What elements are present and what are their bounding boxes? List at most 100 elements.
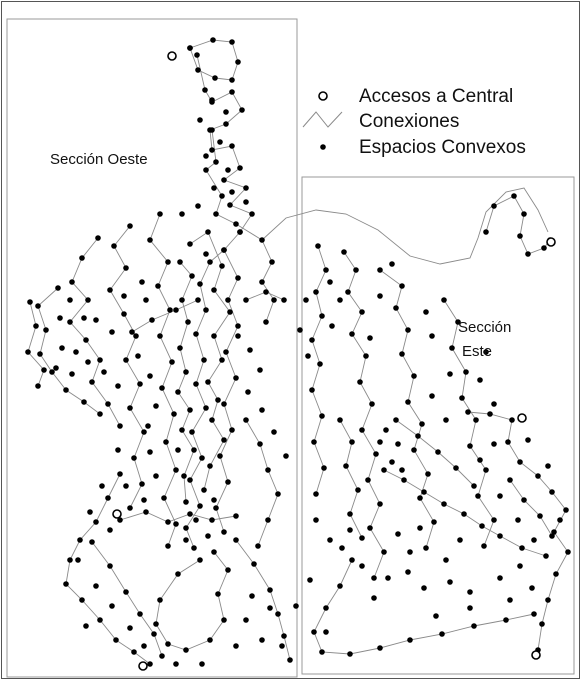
convex-space-node xyxy=(117,471,123,477)
convex-space-node xyxy=(347,651,353,657)
convex-space-node xyxy=(155,283,161,289)
convex-space-node xyxy=(81,315,87,321)
convex-space-node xyxy=(371,595,377,601)
convex-space-node xyxy=(339,545,345,551)
connection-line xyxy=(313,559,535,655)
convex-space-node xyxy=(209,517,215,523)
convex-space-node xyxy=(173,521,179,527)
convex-space-node xyxy=(543,553,549,559)
convex-space-node xyxy=(497,533,503,539)
legend-connection-icon xyxy=(302,111,343,128)
convex-space-node xyxy=(535,473,541,479)
convex-space-node xyxy=(221,437,227,443)
convex-space-node xyxy=(305,353,311,359)
convex-space-node xyxy=(175,389,181,395)
convex-space-node xyxy=(233,221,239,227)
convex-space-node xyxy=(221,617,227,623)
convex-space-node xyxy=(349,557,355,563)
convex-space-node xyxy=(281,297,287,303)
convex-space-node xyxy=(511,193,517,199)
connection-line xyxy=(443,299,495,547)
connection-line xyxy=(196,54,253,233)
convex-space-node xyxy=(505,439,511,445)
convex-space-node xyxy=(187,477,193,483)
convex-space-node xyxy=(309,387,315,393)
convex-space-node xyxy=(385,575,391,581)
convex-space-node xyxy=(209,97,215,103)
connection-line xyxy=(509,479,553,537)
convex-space-node xyxy=(207,463,213,469)
connection-line xyxy=(149,213,177,547)
convex-space-node xyxy=(307,577,313,583)
convex-space-node xyxy=(123,357,129,363)
convex-space-node xyxy=(67,557,73,563)
convex-space-node xyxy=(359,309,365,315)
convex-space-node xyxy=(77,537,83,543)
connection-line xyxy=(65,473,151,665)
convex-space-node xyxy=(225,479,231,485)
convex-space-node xyxy=(311,439,317,445)
convex-space-node xyxy=(141,643,147,649)
convex-space-node xyxy=(199,455,205,461)
convex-space-node xyxy=(539,621,545,627)
convex-space-node xyxy=(381,467,387,473)
convex-space-node xyxy=(227,202,233,208)
convex-space-node xyxy=(353,267,359,273)
convex-space-node xyxy=(157,211,163,217)
convex-space-node xyxy=(549,533,555,539)
convex-space-node xyxy=(407,549,413,555)
convex-space-node xyxy=(309,337,315,343)
convex-space-node xyxy=(189,273,195,279)
convex-space-node xyxy=(265,517,271,523)
convex-space-node xyxy=(267,587,273,593)
convex-space-node xyxy=(517,233,523,239)
legend-connection-label: Conexiones xyxy=(359,111,459,132)
convex-space-node xyxy=(169,359,175,365)
convex-space-node xyxy=(525,437,531,443)
convex-space-node xyxy=(179,211,185,217)
convex-space-node xyxy=(271,297,277,303)
convex-space-node xyxy=(341,249,347,255)
convex-space-node xyxy=(109,603,115,609)
convex-space-node xyxy=(497,575,503,581)
convex-space-node xyxy=(439,631,445,637)
convex-space-node xyxy=(319,313,325,319)
convex-space-node xyxy=(217,139,223,145)
convex-space-node xyxy=(323,629,329,635)
convex-space-node xyxy=(259,407,265,413)
convex-space-node xyxy=(157,333,163,339)
convex-space-node xyxy=(405,569,411,575)
convex-space-node xyxy=(147,661,153,667)
convex-space-node xyxy=(243,185,249,191)
convex-space-node xyxy=(97,357,103,363)
convex-space-node xyxy=(195,67,201,73)
convex-space-node xyxy=(371,575,377,581)
convex-space-node xyxy=(115,447,121,453)
convex-space-node xyxy=(263,319,269,325)
convex-space-node xyxy=(491,401,497,407)
convex-space-node xyxy=(225,167,231,173)
convex-space-node xyxy=(521,211,527,217)
convex-space-node xyxy=(411,373,417,379)
central-access-layer xyxy=(112,51,556,671)
convex-space-node xyxy=(153,473,159,479)
convex-space-node xyxy=(229,39,235,45)
connection-line xyxy=(189,39,239,81)
convex-space-node xyxy=(75,557,81,563)
convex-space-node xyxy=(209,127,215,133)
convex-space-node xyxy=(377,439,383,445)
convex-space-node xyxy=(491,517,497,523)
convex-space-node xyxy=(177,259,183,265)
convex-space-node xyxy=(315,243,321,249)
convex-space-node xyxy=(205,533,211,539)
convex-space-node xyxy=(319,413,325,419)
east-section-box xyxy=(301,176,575,675)
convex-space-node xyxy=(209,147,215,153)
convex-space-node xyxy=(215,591,221,597)
convex-space-node xyxy=(131,455,137,461)
convex-space-node xyxy=(233,513,239,519)
convex-space-node xyxy=(137,611,143,617)
convex-space-node xyxy=(127,223,133,229)
convex-space-node xyxy=(173,307,179,313)
convex-space-node xyxy=(203,307,209,313)
